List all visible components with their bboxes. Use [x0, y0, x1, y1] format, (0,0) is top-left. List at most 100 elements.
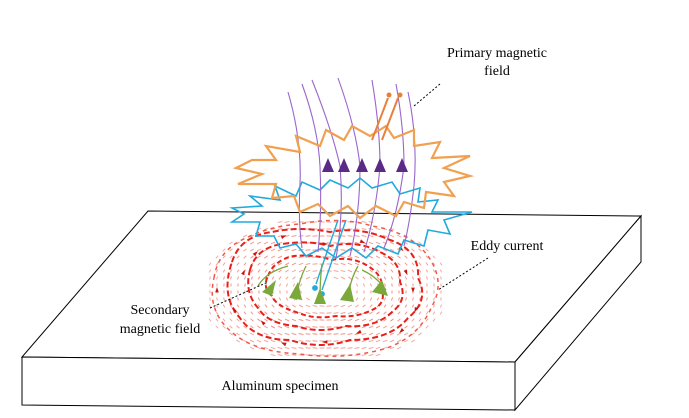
- eddy-dash: [368, 339, 374, 343]
- eddy-dash: [243, 262, 247, 266]
- eddy-dash: [243, 311, 247, 315]
- eddy-dash: [355, 304, 359, 308]
- eddy-dash: [432, 311, 436, 315]
- eddy-dash: [222, 325, 226, 329]
- eddy-dash: [257, 297, 261, 301]
- eddy-dash: [347, 347, 353, 349]
- eddy-dash: [411, 276, 415, 280]
- eddy-arrowhead: [280, 342, 287, 347]
- eddy-dash: [298, 262, 304, 266]
- eddy-dash: [229, 318, 233, 322]
- eddy-dash: [277, 325, 283, 329]
- primary-field-lines: [287, 77, 416, 259]
- eddy-dash: [354, 332, 360, 336]
- eddy-dash: [284, 234, 290, 238]
- eddy-dash: [376, 269, 380, 273]
- eddy-dash: [333, 326, 339, 328]
- eddy-dash: [298, 318, 304, 322]
- eddy-dash: [298, 333, 304, 335]
- eddy-dash: [333, 304, 339, 308]
- eddy-dash: [368, 346, 374, 350]
- eddy-dash: [347, 228, 353, 230]
- eddy-dash: [256, 346, 262, 350]
- eddy-dash: [405, 283, 407, 287]
- eddy-dash: [376, 318, 380, 322]
- eddy-dash: [405, 297, 407, 301]
- eddy-dash: [376, 311, 380, 315]
- eddy-dash: [279, 283, 281, 287]
- eddy-dash: [368, 227, 374, 231]
- eddy-dash: [284, 354, 290, 356]
- eddy-dash: [292, 276, 296, 280]
- eddy-dash: [236, 318, 240, 322]
- eddy-dash: [306, 297, 310, 301]
- eddy-dash: [305, 235, 311, 237]
- eddy-dash: [354, 241, 360, 245]
- eddy-dash: [354, 255, 360, 259]
- eddy-dash: [368, 255, 374, 259]
- eddy-dash: [368, 241, 374, 245]
- eddy-dash: [361, 347, 367, 349]
- eddy-dash: [390, 269, 394, 273]
- eddy-dash: [340, 256, 346, 258]
- eddy-dash: [236, 304, 240, 308]
- eddy-dash: [284, 221, 290, 223]
- eddy-dash: [249, 346, 255, 350]
- eddy-arrowhead: [252, 251, 258, 257]
- eddy-dash: [368, 234, 374, 238]
- eddy-dash: [264, 304, 268, 308]
- eddy-dash: [426, 276, 428, 280]
- eddy-dash: [236, 262, 240, 266]
- eddy-dash: [230, 276, 232, 280]
- eddy-dash: [354, 347, 360, 349]
- eddy-dash: [369, 311, 373, 315]
- eddy-dash: [404, 325, 408, 329]
- eddy-dash: [312, 305, 318, 307]
- eddy-dash: [285, 304, 289, 308]
- eddy-dash: [244, 297, 246, 301]
- eddy-dash: [271, 262, 275, 266]
- eddy-dash: [425, 311, 429, 315]
- eddy-dash: [230, 297, 232, 301]
- eddy-dash: [403, 339, 409, 343]
- eddy-dash: [291, 235, 297, 237]
- eddy-dash: [284, 262, 290, 266]
- eddy-dash: [312, 263, 318, 265]
- eddy-dash: [333, 270, 339, 272]
- eddy-dash: [404, 332, 408, 336]
- secondary-field-arrows: [262, 280, 388, 304]
- eddy-dash: [369, 276, 373, 280]
- eddy-dash: [375, 325, 381, 329]
- field-arrow: [338, 158, 350, 172]
- eddy-dash: [383, 262, 387, 266]
- eddy-dash: [389, 346, 395, 350]
- eddy-loop-middle: [247, 241, 404, 331]
- eddy-dash: [305, 311, 311, 315]
- primary-field-label-line1: Primary magnetic: [447, 46, 547, 61]
- eddy-dash: [223, 297, 225, 301]
- eddy-dash: [270, 318, 276, 322]
- eddy-dash: [368, 332, 374, 336]
- eddy-dash: [333, 319, 339, 321]
- eddy-dash: [390, 318, 394, 322]
- eddy-dash: [270, 332, 276, 336]
- eddy-dash: [375, 241, 381, 245]
- eddy-dash: [284, 318, 290, 322]
- eddy-dash: [250, 325, 254, 329]
- eddy-dash: [419, 297, 421, 301]
- eddy-dash: [229, 241, 233, 245]
- eddy-dash: [440, 297, 442, 301]
- eddy-dash: [418, 304, 422, 308]
- eddy-dash: [292, 304, 296, 308]
- eddy-dash: [229, 304, 233, 308]
- eddy-dash: [439, 262, 443, 266]
- eddy-dash: [340, 347, 346, 349]
- eddy-dash: [257, 262, 261, 266]
- eddy-dash: [250, 304, 254, 308]
- eddy-dash: [291, 221, 297, 223]
- eddy-dash: [277, 318, 283, 322]
- eddy-dash: [305, 276, 311, 280]
- eddy-dash: [216, 276, 218, 280]
- eddy-dash: [340, 276, 346, 280]
- eddy-dash: [361, 234, 367, 238]
